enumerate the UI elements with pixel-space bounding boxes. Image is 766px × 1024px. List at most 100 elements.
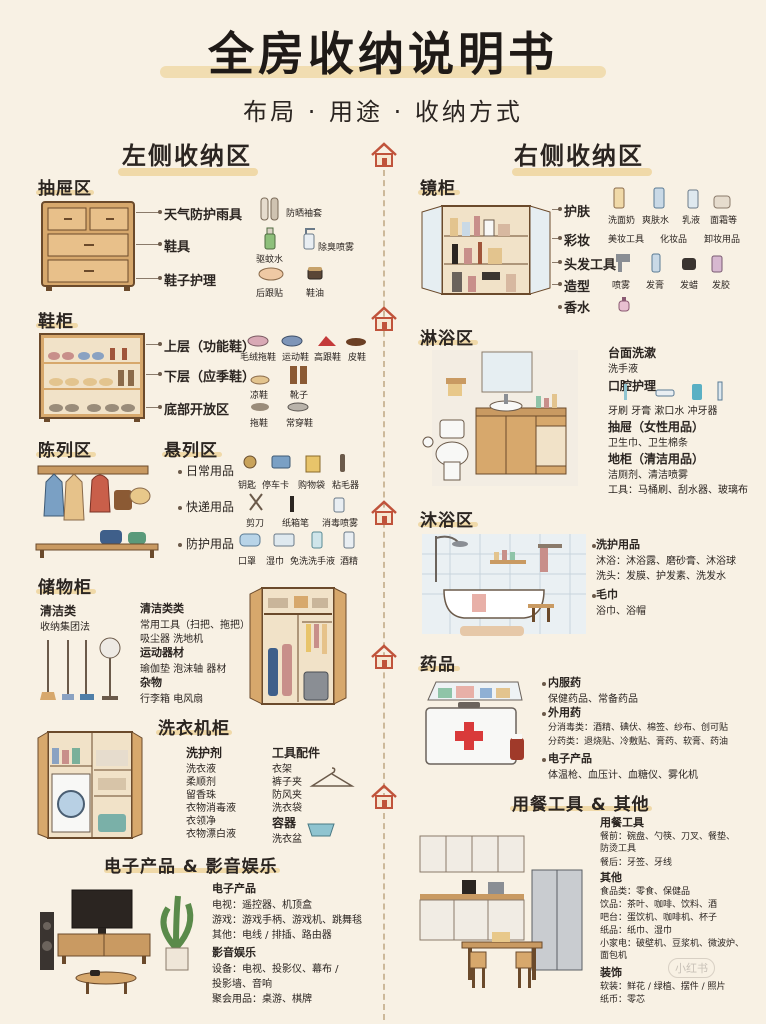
section-highlight: [510, 806, 652, 811]
section-highlight: [162, 452, 222, 457]
section-highlight: [36, 323, 78, 328]
mirror-row-label: 头发工具: [564, 258, 617, 273]
dining-line: 装饰: [600, 966, 622, 979]
item-caption: 后跟贴: [256, 289, 284, 299]
left-col-highlight: [118, 168, 258, 176]
storage-left-line: 收纳集团法: [40, 622, 90, 633]
center-divider: [383, 160, 385, 1020]
spray-bottle-icon: [303, 228, 315, 250]
item-caption: 发蜡: [680, 281, 699, 291]
mirror-row-label: 彩妆: [564, 234, 591, 249]
mirror-row-label: 香水: [564, 301, 591, 316]
electronics-line: 影音娱乐: [212, 946, 256, 959]
delivery-items-icon-row: [249, 493, 345, 513]
item-caption: 纸箱笔: [282, 519, 310, 529]
laundry-col1-item: 衣物漂白液: [186, 829, 236, 840]
medicine-line: 保健药品、常备药品: [548, 694, 638, 705]
drawer-row-label: 天气防护雨具: [164, 208, 243, 223]
mirror-row-label: 造型: [564, 280, 591, 295]
item-caption: 运动鞋: [282, 353, 310, 363]
laundry-cabinet-illustration: [37, 731, 143, 839]
left-column-title: 左侧收纳区: [122, 142, 252, 170]
dining-title: 用餐工具 & 其他: [512, 795, 650, 815]
shower-line: 抽屉（女性用品）: [608, 420, 705, 434]
storage-right-line: 运动器材: [140, 646, 184, 659]
house-icon: [371, 644, 397, 669]
item-caption: 皮鞋: [348, 353, 367, 363]
item-caption: 爽肤水: [642, 216, 670, 226]
item-caption: 酒精: [340, 557, 359, 567]
storage-right-line: 杂物: [140, 676, 162, 689]
section-highlight: [36, 190, 94, 195]
shoes-icon-row: [251, 402, 309, 412]
shoe-row-label: 下层（应季鞋）: [164, 370, 256, 385]
dining-line: 纸品：纸巾、湿巾: [600, 926, 673, 936]
entry-hook-illustration: [35, 465, 159, 558]
kitchen-dining-illustration: [419, 835, 583, 988]
dining-line: 用餐工具: [600, 816, 644, 829]
storage-left-line: 清洁类: [40, 604, 77, 618]
section-highlight: [418, 190, 460, 195]
item-caption: 化妆品: [660, 235, 688, 245]
dining-line: 纸币：零芯: [600, 995, 646, 1005]
shower-line: 工具：马桶刷、刮水器、玻璃布: [608, 485, 748, 496]
bathtub-illustration: [422, 534, 586, 636]
section-highlight: [418, 666, 460, 671]
laundry-col1-item: 洗衣液: [186, 764, 216, 775]
watermark-logo: 小红书: [668, 958, 715, 978]
shower-line: 口腔护理: [608, 379, 657, 393]
laundry-col2-item: 衣架: [272, 764, 292, 775]
medicine-line: 分消毒类：酒精、碘伏、棉签、纱布、创可贴: [548, 723, 729, 733]
storage-right-line: 行李箱 电风扇: [140, 694, 204, 705]
house-icon: [371, 142, 397, 167]
electronics-line: 电视：遥控器、机顶盒: [212, 900, 312, 911]
drawer-row-label: 鞋具: [164, 240, 191, 255]
section-highlight: [36, 452, 96, 457]
display-row-label: 日常用品: [186, 464, 235, 478]
dining-line: 饮品：茶叶、咖啡、饮料、酒: [600, 900, 718, 910]
bath-line: 毛巾: [596, 588, 618, 601]
skincare-icon-row: [613, 187, 731, 209]
item-caption: 高跟鞋: [314, 353, 342, 363]
dining-line: 食品类：零食、保健品: [600, 887, 691, 897]
item-caption: 钥匙: [238, 481, 257, 491]
laundry-col2-title: 工具配件: [272, 746, 321, 760]
dining-line: 面包机: [600, 951, 628, 961]
item-caption: 常穿鞋: [286, 419, 314, 429]
item-caption: 面霜等: [710, 216, 738, 226]
shower-line: 台面洗漱: [608, 346, 657, 360]
electronics-line: 投影墙、音响: [212, 979, 272, 990]
medicine-line: 外用药: [548, 706, 581, 719]
oral-care-icon-row: [624, 381, 723, 401]
item-caption: 湿巾: [266, 557, 285, 567]
perfume-icon: [618, 297, 630, 312]
electronics-title: 电子产品 & 影音娱乐: [104, 857, 278, 877]
item-caption: 鞋油: [306, 289, 325, 299]
mirror-cabinet-illustration: [421, 205, 551, 295]
daily-items-icon-row: [243, 454, 345, 473]
item-caption: 美妆工具: [608, 235, 645, 245]
drawer-cabinet-illustration: [41, 201, 135, 291]
item-caption: 购物袋: [298, 481, 326, 491]
item-caption: 驱蚊水: [256, 255, 284, 265]
item-caption: 洗面奶: [608, 216, 636, 226]
house-icon: [371, 500, 397, 525]
shoe-row-label: 底部开放区: [164, 403, 230, 418]
drawer-row-label: 鞋子护理: [164, 274, 217, 289]
shower-line: 卫生巾、卫生棉条: [608, 438, 688, 449]
laundry-title: 洗衣机柜: [158, 719, 230, 739]
item-caption: 防晒袖套: [286, 209, 323, 219]
medicine-line: 体温枪、血压计、血糖仪、雾化机: [548, 770, 698, 781]
hanger-icon: [309, 767, 355, 787]
electronics-line: 其他：电线 / 排插、路由器: [212, 930, 332, 941]
dining-line: 餐后：牙签、牙线: [600, 858, 673, 868]
item-caption: 口罩: [238, 557, 257, 567]
shoe-row-label: 上层（功能鞋）: [164, 340, 256, 355]
shoe-polish-icon: [307, 267, 323, 280]
display-title: 陈列区: [38, 441, 92, 461]
item-caption: 卸妆用品: [704, 235, 741, 245]
shower-title: 淋浴区: [420, 329, 474, 349]
bath-title: 沐浴区: [420, 511, 474, 531]
item-caption: 乳液: [682, 216, 701, 226]
